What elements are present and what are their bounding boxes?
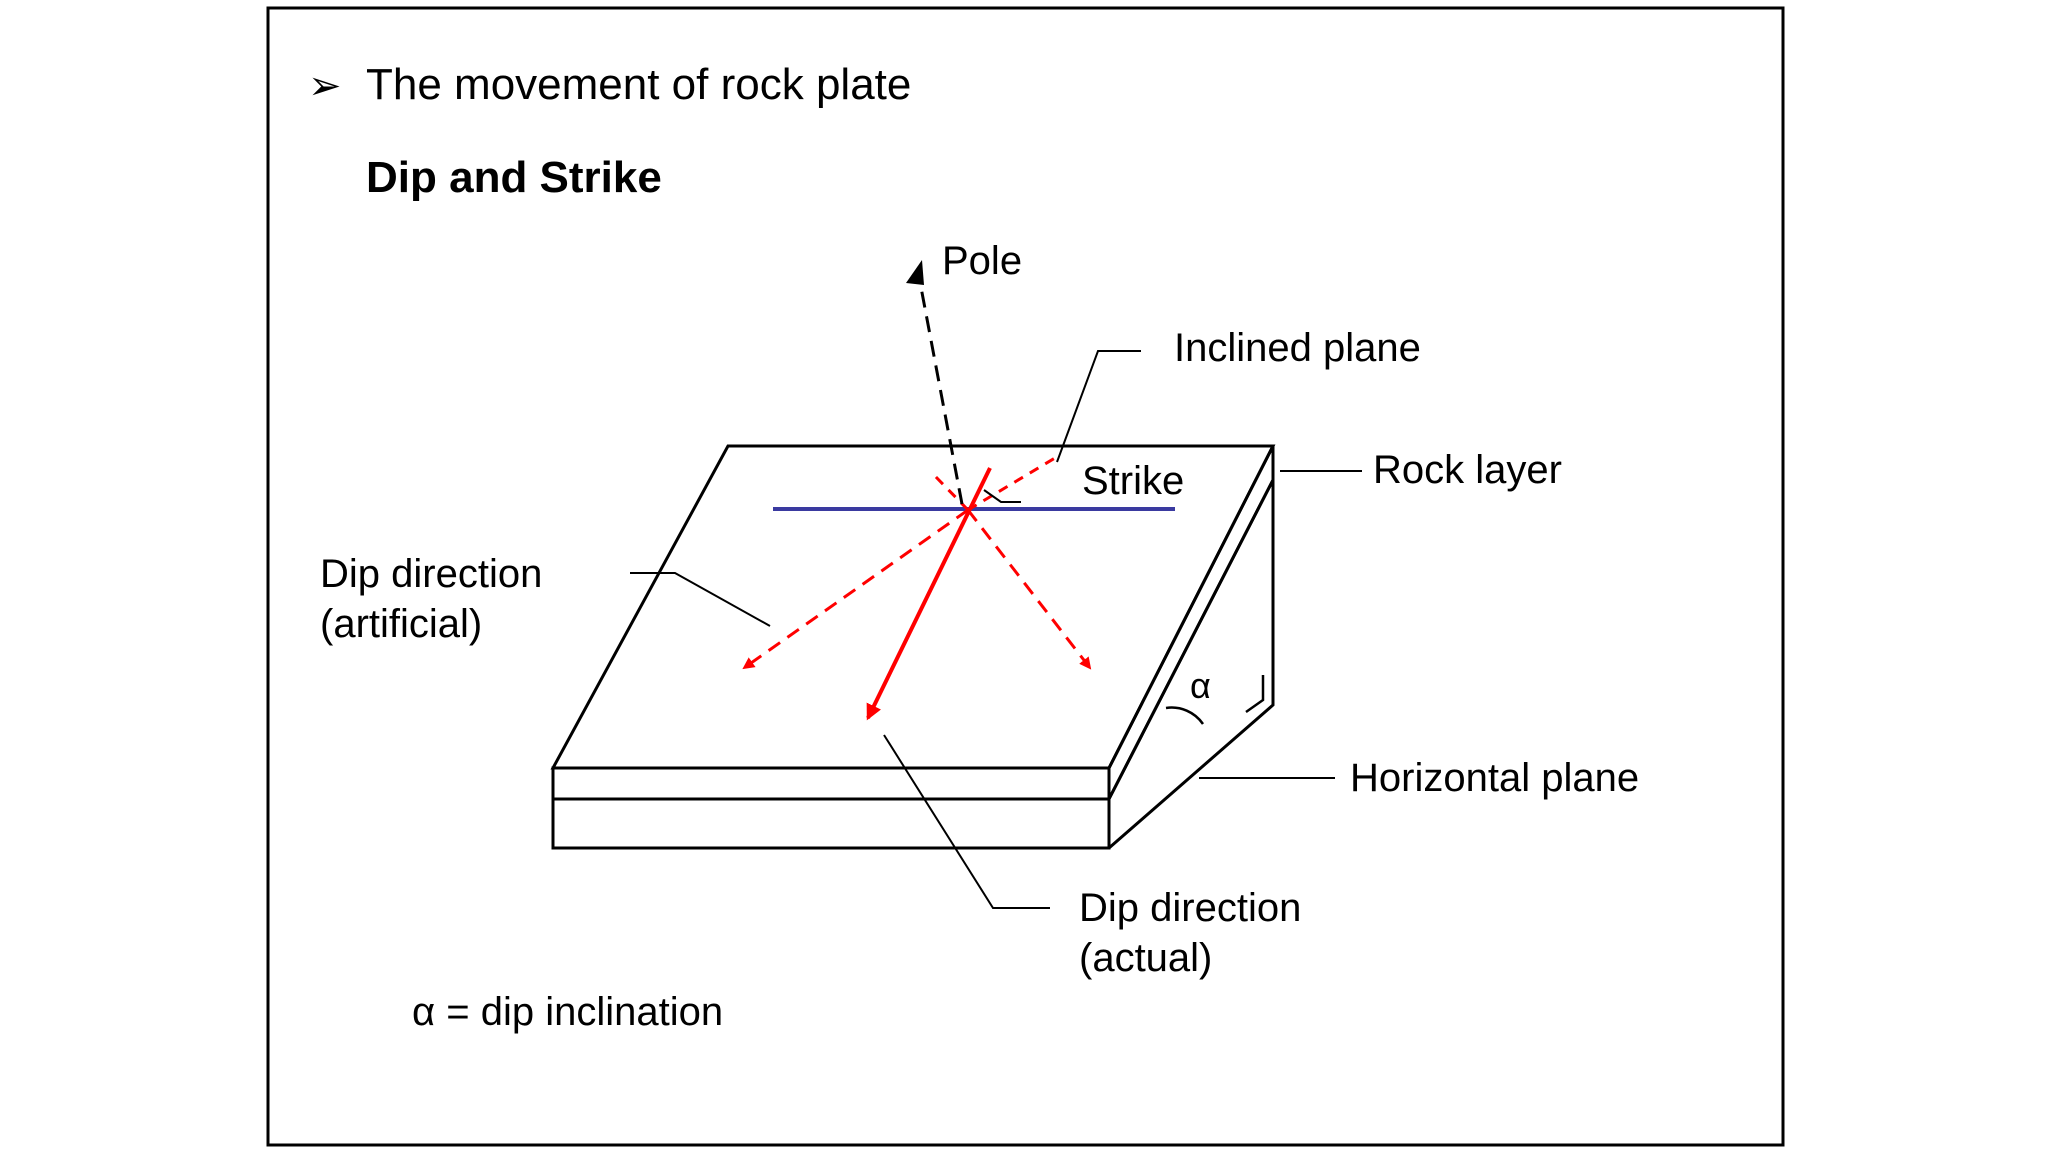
label-dip-artificial-line1: Dip direction bbox=[320, 552, 542, 596]
leader-inclined-plane bbox=[1056, 350, 1141, 463]
label-horizontal-plane: Horizontal plane bbox=[1350, 756, 1639, 800]
label-dip-artificial-line2: (artificial) bbox=[320, 602, 482, 646]
right-angle-mark bbox=[1245, 675, 1265, 714]
support-wedge bbox=[1107, 479, 1275, 850]
alpha-angle-arc bbox=[1165, 706, 1205, 725]
leader-dip-actual bbox=[883, 734, 1050, 909]
dip-artificial-arrow-right bbox=[966, 509, 1092, 670]
label-pole: Pole bbox=[942, 239, 1022, 283]
footnote-dip-inclination: α = dip inclination bbox=[412, 990, 723, 1034]
dip-artificial-tail-left bbox=[933, 474, 970, 512]
rock-block bbox=[550, 444, 1276, 850]
leader-dip-artificial bbox=[630, 572, 771, 627]
bullet-arrow-icon: ➢ bbox=[308, 64, 342, 108]
bullet-text: The movement of rock plate bbox=[366, 60, 911, 109]
label-strike: Strike bbox=[1082, 459, 1184, 503]
dip-actual-arrow bbox=[866, 467, 992, 721]
leader-lines bbox=[630, 350, 1362, 909]
pole-arrowhead-icon bbox=[906, 260, 924, 285]
rock-layer-front-lower bbox=[551, 797, 1111, 850]
dip-arrows bbox=[742, 453, 1092, 721]
label-inclined-plane: Inclined plane bbox=[1174, 326, 1421, 370]
label-dip-actual-line1: Dip direction bbox=[1079, 886, 1301, 930]
pole-line bbox=[918, 281, 964, 505]
label-dip-actual-line2: (actual) bbox=[1079, 936, 1212, 980]
label-alpha: α bbox=[1190, 665, 1211, 706]
slide-heading: Dip and Strike bbox=[366, 153, 662, 202]
strike-angle-mark bbox=[983, 489, 1021, 503]
label-rock-layer: Rock layer bbox=[1373, 448, 1562, 492]
